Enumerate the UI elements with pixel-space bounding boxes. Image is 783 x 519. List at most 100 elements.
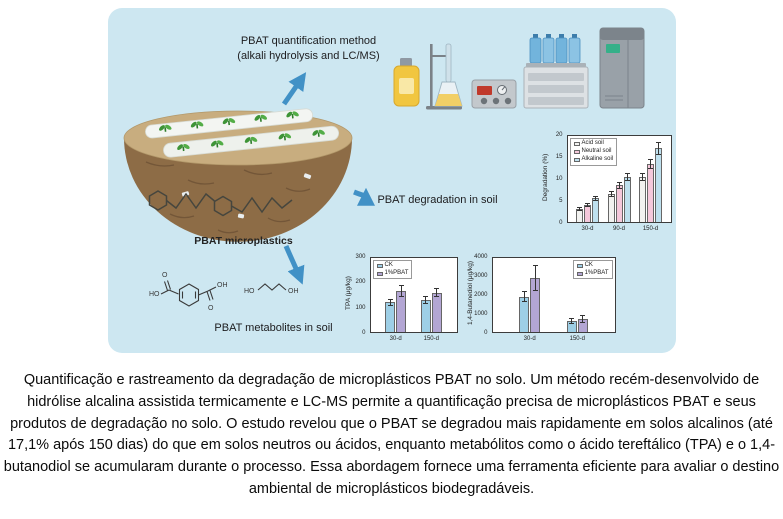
x-tick-label: 30-d [581,226,594,232]
y-tick-label: 0 [484,330,488,336]
y-tick-label: 10 [555,176,563,182]
bar-slot [607,136,615,222]
bar-groups: 30-d 150-d [371,258,457,342]
mulch-rows [144,108,339,158]
bar-slot [519,258,530,332]
y-tick-label: 3000 [474,273,488,279]
bdo-ho-label: HO [244,288,255,295]
bar-slot [615,136,623,222]
quantification-method-label: PBAT quantification method (alkali hydro… [224,34,394,64]
legend-item: CK [576,262,609,269]
error-bar [434,287,440,298]
bar-slot [530,258,541,332]
y-tick-label: 2000 [474,292,488,298]
error-bar [577,207,582,212]
figure-caption: Quantificação e rastreamento da degradaç… [3,372,780,497]
butanediol-structure [257,283,286,291]
bar [607,194,615,222]
bar-group: 30-d [519,258,541,342]
bar-slot [584,136,591,222]
tpa-structure [160,280,216,307]
error-bar [585,202,590,208]
bar-slot [639,136,646,222]
bar-group: 90-d [607,136,631,232]
bar [647,163,654,222]
metabolites-label: PBAT metabolites in soil [214,322,333,334]
bar-groups: 30-d 150-d [493,258,615,342]
bar-slot [420,258,431,332]
error-bar [569,318,575,324]
bar [615,185,623,222]
microplastics-label: PBAT microplastics [194,235,293,247]
lc-system-icon [523,34,588,109]
error-bar [640,172,645,182]
hydrolysis-setup-icon [425,43,463,110]
soil-hemisphere-illustration [123,108,352,242]
bar-slot [396,258,407,332]
error-bar [398,285,404,298]
lab-equipment-illustration [393,27,644,110]
x-tick-label: 30-d [523,336,536,342]
bar [385,302,396,332]
metabolite-structures-illustration: HO O O OH HO OH [149,272,299,312]
bar-slot [592,136,599,222]
reagent-bottle-icon [393,58,419,107]
legend-label: Neutral soil [581,148,612,155]
plot-area: CK 1%PBAT 30-d 150-d [491,257,616,342]
legend-label: CK [384,262,393,268]
bar-group: 150-d [566,258,588,342]
error-bar [580,315,586,324]
bar-group: 30-d [576,136,599,232]
y-axis-label: Degradation (%) [541,153,549,201]
bar-slot [623,136,631,222]
legend-swatch [576,263,583,268]
bar-slot [385,258,396,332]
bar-slot [566,258,577,332]
bdo-oh-label: OH [288,288,299,295]
bar-group: 30-d [385,258,407,342]
quantification-method-line2: (alkali hydrolysis and LC/MS) [237,49,380,62]
y-tick-label: 0 [559,220,563,226]
bar [431,292,442,332]
legend-swatch [573,157,580,162]
y-axis-label: 1,4-Butanediol (μg/kg) [466,260,474,326]
x-tick-label: 150-d [423,336,439,342]
y-tick-label: 20 [555,132,563,138]
soil-texture [145,161,310,234]
legend-item: Alkaline soil [573,156,614,163]
bar [655,148,662,222]
tpa-oh-label: OH [217,282,228,289]
legend-label: Alkaline soil [581,156,614,163]
chem-atom-labels: HO O O OH HO OH [149,272,299,312]
y-axis-label: TPA (μg/kg) [344,276,352,310]
error-bar [423,296,429,305]
y-tick-label: 300 [355,254,366,260]
legend-swatch [573,149,580,154]
legend-label: 1%PBAT [584,270,609,277]
error-bar [387,298,393,307]
error-bar [624,172,630,182]
bar-slot [577,258,588,332]
y-tick-label: 5 [559,198,563,204]
legend-item: Acid soil [573,140,614,147]
bar [420,299,431,332]
y-tick-label: 0 [362,330,366,336]
error-bar [616,182,622,189]
legend-item: CK [376,262,409,269]
bar [592,198,599,222]
bar [576,209,583,222]
degradation-label: PBAT degradation in soil [377,194,498,206]
bar [623,176,631,222]
legend-label: CK [584,262,593,268]
soil-dome [123,138,352,242]
